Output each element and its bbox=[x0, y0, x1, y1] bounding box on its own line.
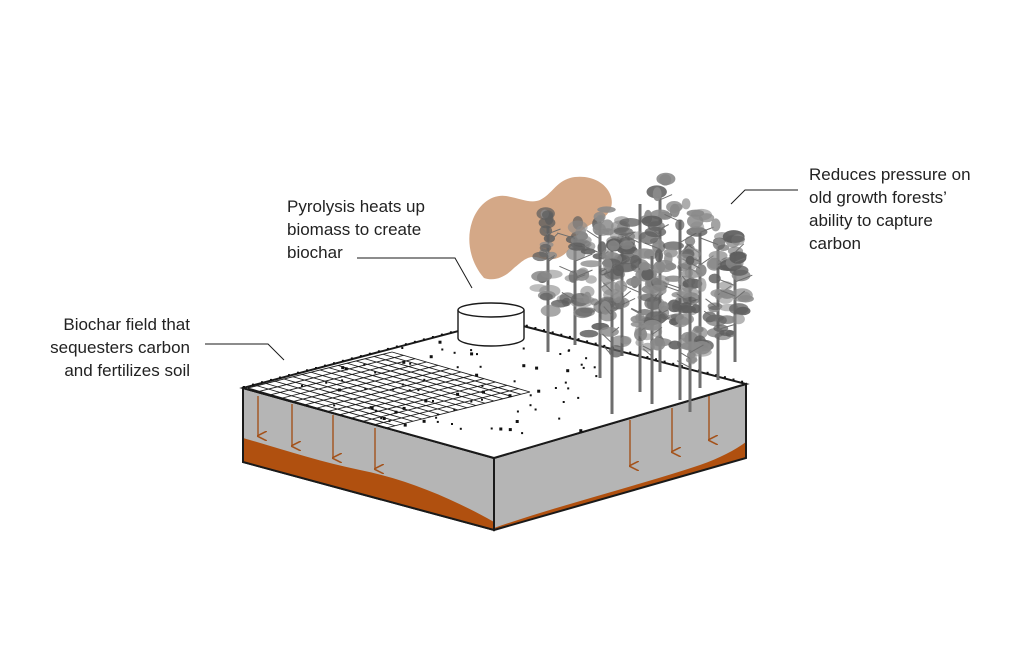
tree-cluster-icon bbox=[529, 172, 754, 414]
callout-line-biochar-field bbox=[205, 343, 285, 361]
downward-carbon-arrows bbox=[258, 396, 709, 469]
callout-lines bbox=[205, 189, 798, 361]
biochar-particles bbox=[243, 318, 744, 435]
callout-line-pyrolysis bbox=[357, 257, 473, 289]
cylinder-kiln-icon bbox=[457, 302, 525, 347]
carbon-layer-right bbox=[494, 442, 746, 530]
label-biochar-field: Biochar field that sequesters carbon and… bbox=[50, 315, 190, 380]
label-forest: Reduces pressure on old growth forests’ … bbox=[809, 165, 971, 253]
callout-line-forest bbox=[730, 189, 798, 205]
carbon-layer-left bbox=[243, 438, 494, 530]
biochar-grid-icon bbox=[247, 351, 531, 429]
label-pyrolysis: Pyrolysis heats up biomass to create bio… bbox=[287, 197, 425, 262]
